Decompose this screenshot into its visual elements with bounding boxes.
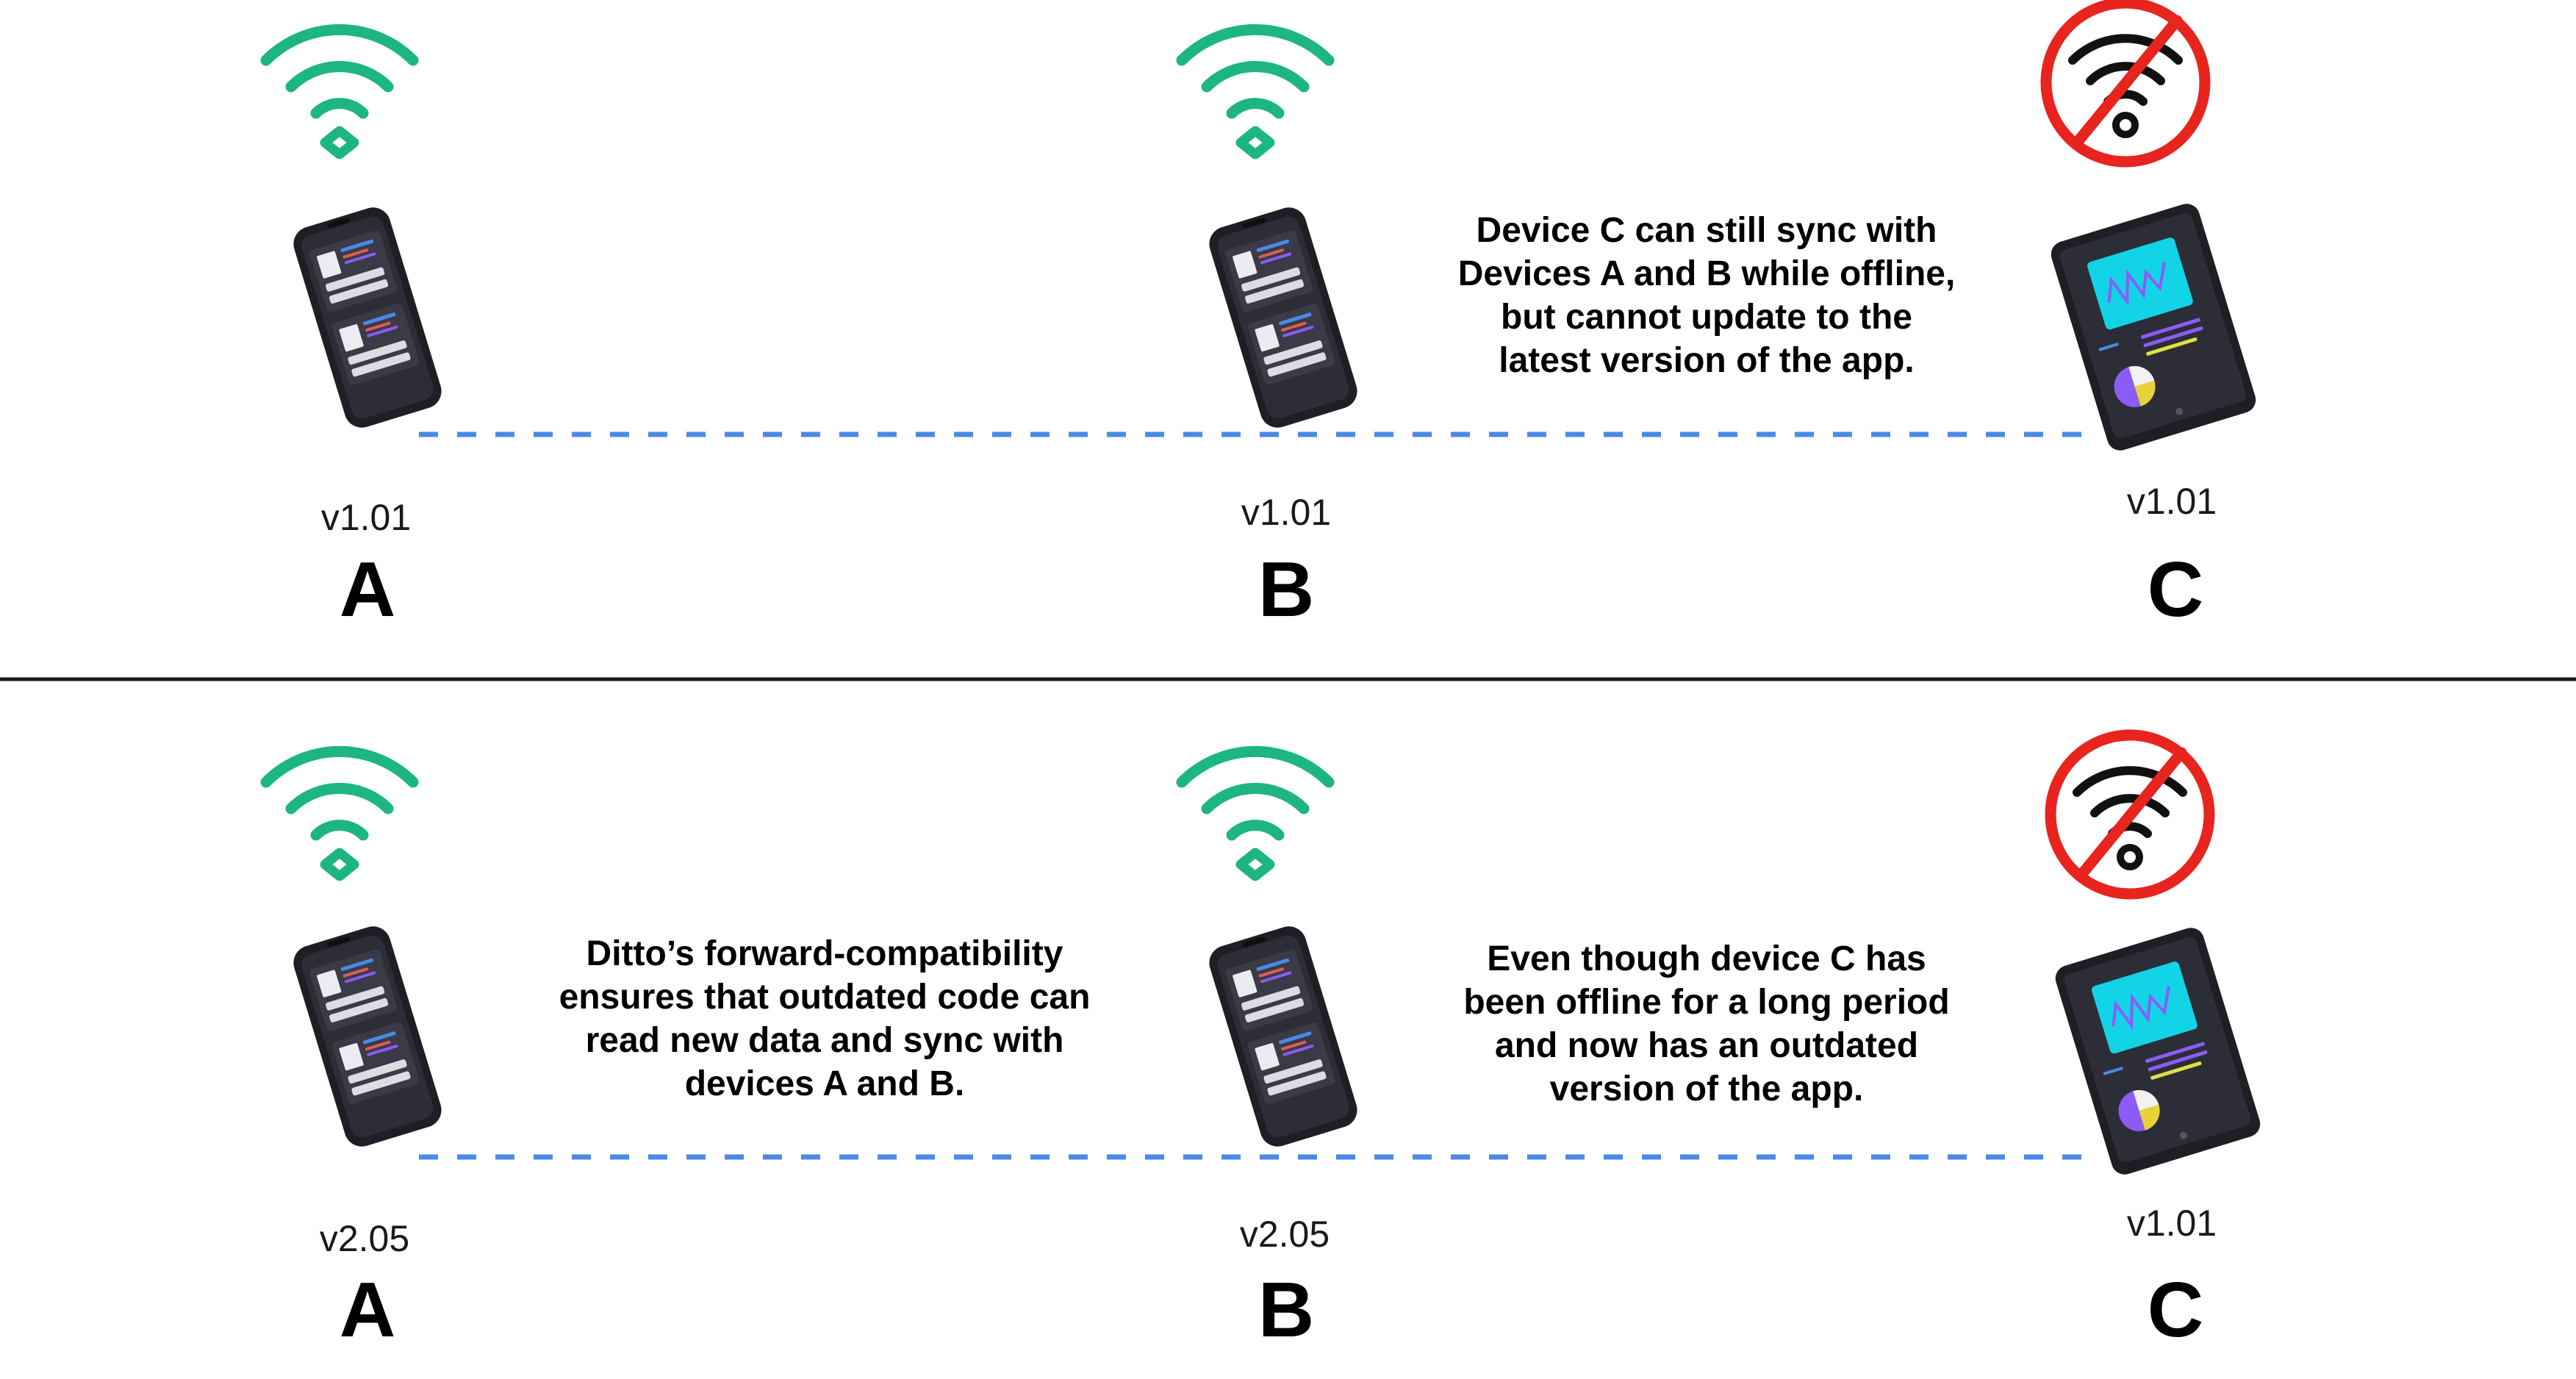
version-label-b-bottom: v2.05: [1239, 1214, 1330, 1255]
device-label-b-bottom: B: [1257, 1267, 1315, 1353]
wifi-icon: [266, 29, 413, 154]
no-wifi-icon: [2051, 735, 2209, 894]
wifi-icon: [266, 751, 413, 876]
device-label-b-top: B: [1257, 546, 1315, 633]
device-label-c-bottom: C: [2147, 1267, 2204, 1353]
tablet-device-c: [2046, 198, 2261, 456]
tablet-device-c: [2051, 923, 2265, 1180]
version-label-c-bottom: v1.01: [2126, 1203, 2217, 1244]
wifi-icon: [1182, 29, 1329, 154]
top-panel: [266, 3, 2261, 456]
bottom-panel: [266, 735, 2265, 1180]
phone-device-a: [289, 203, 446, 432]
caption-bottom-ab: Ditto’s forward-compatibility ensures th…: [559, 934, 1091, 1103]
device-label-c-top: C: [2147, 546, 2204, 633]
version-label-c-top: v1.01: [2126, 481, 2217, 522]
version-label-a-bottom: v2.05: [319, 1218, 410, 1259]
phone-device-a: [289, 922, 446, 1151]
no-wifi-icon: [2046, 3, 2205, 162]
wifi-icon: [1182, 751, 1329, 876]
device-label-a-bottom: A: [339, 1267, 396, 1353]
version-label-a-top: v1.01: [320, 497, 412, 538]
device-label-a-top: A: [339, 546, 396, 633]
phone-device-b: [1205, 922, 1362, 1151]
version-label-b-top: v1.01: [1241, 492, 1332, 533]
caption-top-bc: Device C can still sync with Devices A a…: [1457, 211, 1956, 380]
caption-bottom-bc: Even though device C has been offline fo…: [1463, 939, 1950, 1108]
phone-device-b: [1205, 203, 1362, 432]
